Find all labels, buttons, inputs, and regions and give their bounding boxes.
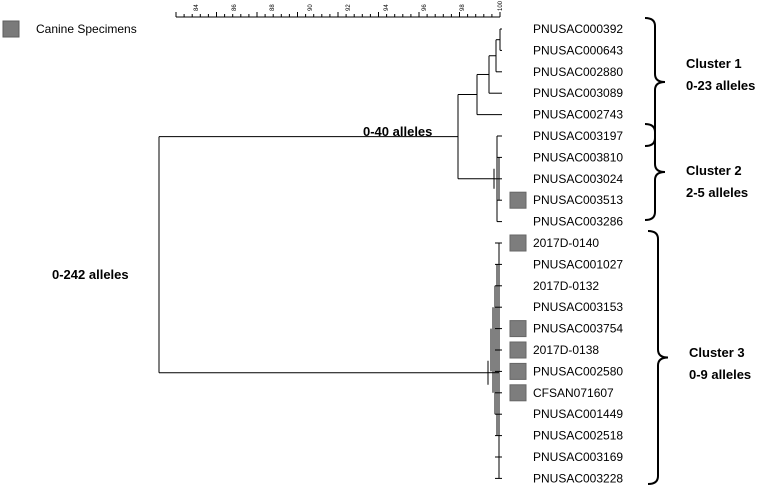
leaf-label: PNUSAC001449 [533,407,623,421]
scale-tick-label: 96 [422,4,428,11]
leaf-label: PNUSAC003197 [533,129,623,143]
cluster-brace [644,17,666,147]
leaf-label: CFSAN071607 [533,386,614,400]
scale-tick-label: 84 [194,4,200,11]
leaf-list: PNUSAC000392PNUSAC000643PNUSAC002880PNUS… [509,22,623,485]
cluster-1-name: Cluster 1 [686,56,742,71]
leaf-label: PNUSAC002518 [533,429,623,443]
cluster-3-name: Cluster 3 [689,345,745,360]
scale-tick-label: 90 [308,4,314,11]
scale-tick-label: 94 [384,4,390,11]
similarity-scale: 84 86 88 90 92 94 96 98 100 [175,0,504,18]
leaf-label: 2017D-0140 [533,236,599,250]
leaf-label: PNUSAC001027 [533,257,623,271]
canine-specimen-marker [509,384,527,402]
node-label-root: 0-242 alleles [52,267,129,282]
scale-tick-label: 98 [460,4,466,11]
cluster-1-alleles: 0-23 alleles [686,78,755,93]
cluster-brace [644,123,666,221]
leaf-label: PNUSAC002580 [533,364,623,378]
scale-tick-label: 86 [232,4,238,11]
cluster-3-alleles: 0-9 alleles [689,367,751,382]
leaf-label: PNUSAC003024 [533,172,623,186]
cluster-braces [644,17,669,485]
cluster-2-name: Cluster 2 [686,163,742,178]
leaf-label: PNUSAC003089 [533,86,623,100]
legend-label: Canine Specimens [36,22,137,36]
leaf-label: 2017D-0132 [533,279,599,293]
cluster-2-alleles: 2-5 alleles [686,185,748,200]
scale-tick-label: 100 [498,0,504,11]
leaf-label: PNUSAC000643 [533,43,623,57]
scale-tick-label: 92 [346,4,352,11]
leaf-label: PNUSAC003153 [533,300,623,314]
canine-specimen-marker [509,341,527,359]
leaf-label: PNUSAC003286 [533,215,623,229]
cluster-brace [647,230,669,485]
canine-specimen-marker [509,191,527,209]
canine-specimen-marker [509,320,527,338]
legend-swatch [2,20,20,38]
leaf-label: PNUSAC002743 [533,108,623,122]
leaf-label: PNUSAC003169 [533,450,623,464]
canine-specimen-marker [509,234,527,252]
leaf-label: PNUSAC003754 [533,322,623,336]
leaf-label: PNUSAC003513 [533,193,623,207]
tree-branches [158,28,502,479]
leaf-label: PNUSAC002880 [533,65,623,79]
scale-tick-label: 88 [270,4,276,11]
leaf-label: 2017D-0138 [533,343,599,357]
leaf-label: PNUSAC003810 [533,150,623,164]
node-label-clusters12: 0-40 alleles [363,124,432,139]
leaf-label: PNUSAC000392 [533,22,623,36]
leaf-label: PNUSAC003228 [533,471,623,485]
canine-specimen-marker [509,362,527,380]
